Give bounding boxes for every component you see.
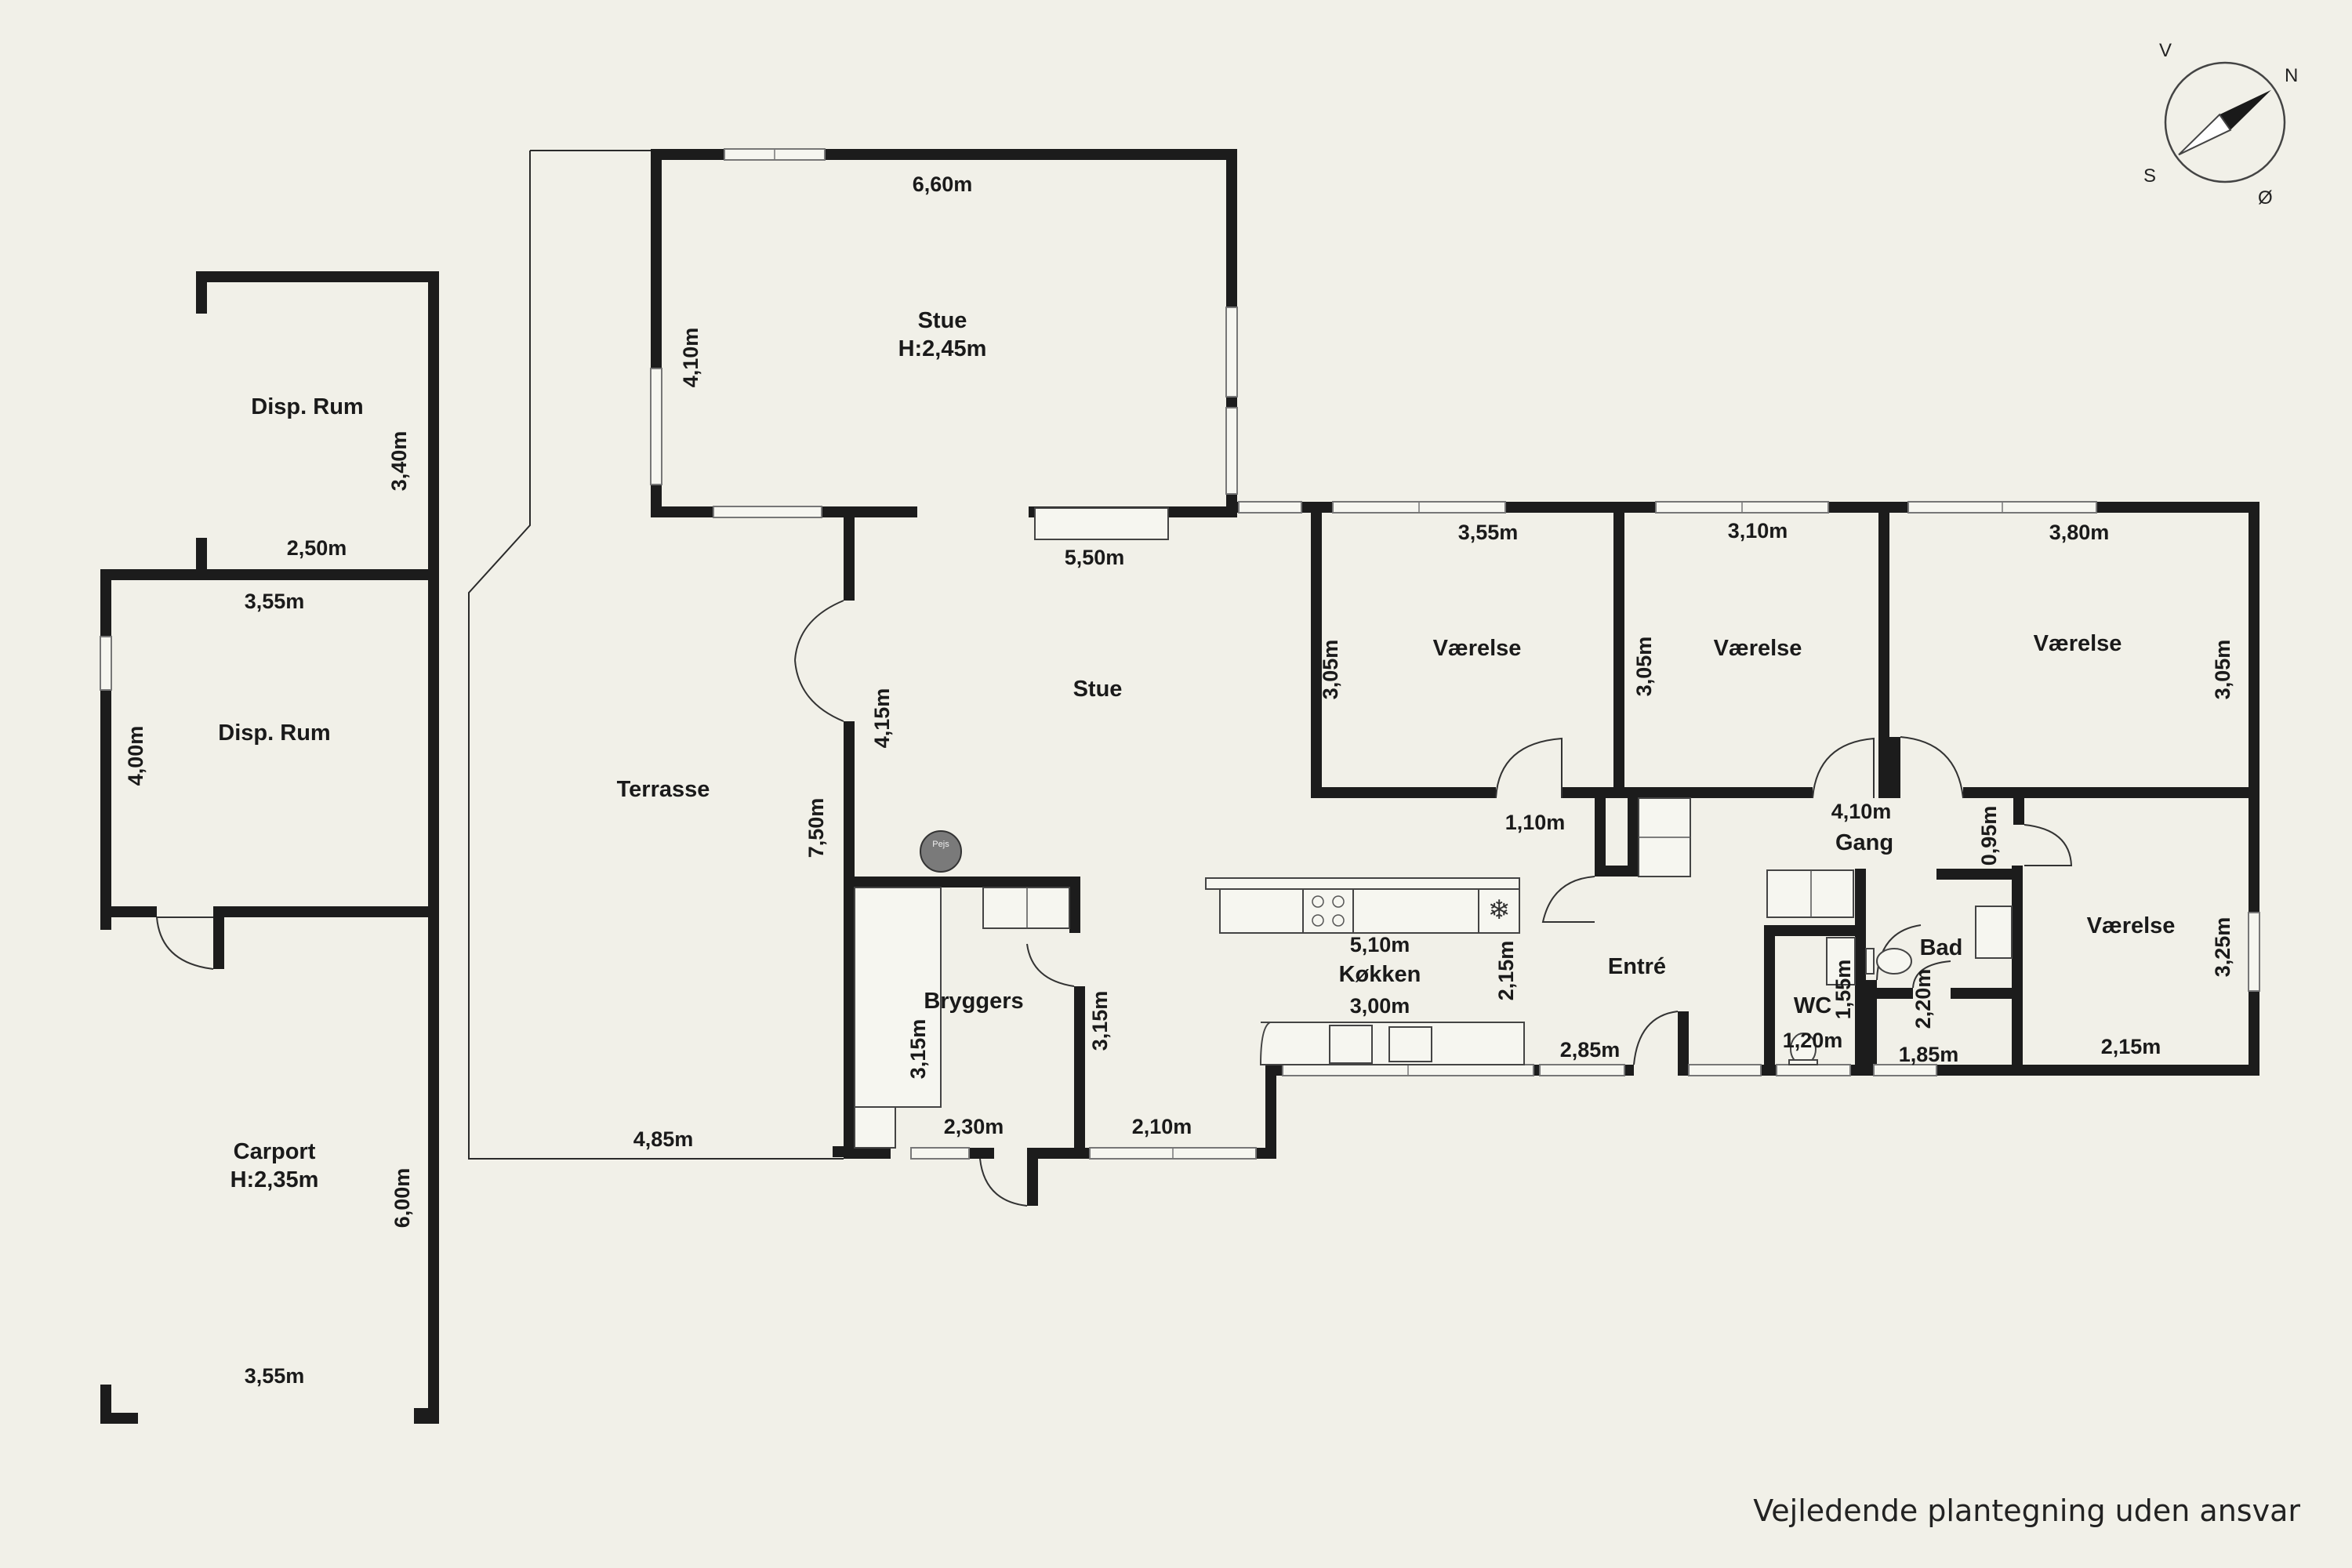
dim-kokken-width: 3,00m (1350, 994, 1410, 1018)
dim-carport-width: 3,55m (245, 1364, 305, 1388)
fireplace-icon (920, 830, 962, 873)
room-disp-rum-top: Disp. Rum (251, 394, 363, 419)
dim-disp-top-width: 2,50m (287, 536, 347, 560)
dim-bad-width: 1,85m (1899, 1043, 1959, 1066)
dim-bryggers-width: 2,30m (944, 1115, 1004, 1138)
dim-vaerelse-4-height: 3,25m (2211, 917, 2234, 978)
dim-bottom-width: 2,10m (1132, 1115, 1192, 1138)
hearth (1034, 507, 1169, 540)
dim-disp-top-height: 3,40m (387, 431, 411, 492)
room-vaerelse-2: Værelse (1714, 636, 1802, 661)
room-terrasse: Terrasse (617, 777, 710, 802)
dim-stue-opening: 5,50m (1065, 546, 1125, 569)
dim-vaerelse-3-width: 3,80m (2049, 521, 2110, 544)
terrace-outline (468, 150, 844, 1160)
dim-stue-top-width: 6,60m (913, 172, 973, 196)
room-carport: Carport (234, 1139, 316, 1164)
compass-south: S (2143, 165, 2156, 187)
room-wc: WC (1794, 993, 1831, 1018)
dim-entre-width: 2,85m (1560, 1038, 1621, 1062)
dim-stue-top-height: 4,10m (679, 328, 702, 388)
dim-kokken-height: 2,15m (1494, 941, 1518, 1001)
doors (794, 600, 2073, 1207)
dim-disp-mid-width: 3,55m (245, 590, 305, 613)
room-vaerelse-4: Værelse (2087, 913, 2176, 938)
compass-ring (2164, 61, 2286, 183)
dim-stue-height: 4,15m (870, 688, 894, 749)
outbuilding-walls (100, 271, 439, 1424)
snowflake-icon: ❄ (1488, 895, 1511, 925)
room-stue-main: Stue (1073, 677, 1123, 702)
room-disp-rum-mid: Disp. Rum (218, 720, 330, 746)
compass-west: V (2159, 40, 2172, 61)
dim-bad-height: 2,20m (1911, 969, 1935, 1029)
room-gang: Gang (1835, 830, 1893, 855)
dim-kokken-length: 5,10m (1350, 933, 1410, 956)
compass-north: N (2285, 65, 2298, 86)
compass: N V S Ø (2143, 40, 2298, 209)
room-labels: Disp. Rum Disp. Rum Carport H:2,35m Terr… (218, 308, 2175, 1192)
outbuilding-door (156, 916, 214, 970)
dim-bryggers-right: 3,15m (1088, 991, 1112, 1051)
dim-entre-door: 1,10m (1505, 811, 1566, 834)
compass-east: Ø (2258, 187, 2273, 209)
dim-vaerelse-3-height: 3,05m (2211, 640, 2234, 700)
dim-vaerelse-4-width: 2,15m (2101, 1035, 2161, 1058)
room-bryggers: Bryggers (924, 989, 1023, 1014)
room-vaerelse-3: Værelse (2034, 631, 2122, 656)
dim-vaerelse-1-width: 3,55m (1458, 521, 1519, 544)
compass-needle-icon (2178, 89, 2271, 156)
room-vaerelse-1: Værelse (1433, 636, 1522, 661)
dim-bryggers-height: 3,15m (906, 1019, 930, 1080)
dim-disp-mid-height: 4,00m (124, 726, 147, 786)
dim-vaerelse-1-height: 3,05m (1319, 640, 1342, 700)
fixtures: ❄ (854, 507, 2013, 1149)
room-stue-top-height: H:2,45m (898, 336, 987, 361)
dim-gang-height: 0,95m (1977, 806, 2001, 866)
dim-carport-height: 6,00m (390, 1168, 414, 1229)
windows (650, 148, 2260, 1160)
dim-wc-width: 1,20m (1783, 1029, 1843, 1052)
dimension-labels: 3,40m 2,50m 3,55m 4,00m 6,00m 3,55m 6,60… (124, 172, 2234, 1388)
dim-gang-width: 4,10m (1831, 800, 1892, 823)
room-pejs: Pejs (932, 840, 949, 849)
room-carport-height: H:2,35m (230, 1167, 319, 1192)
dim-vaerelse-2-width: 3,10m (1728, 519, 1788, 543)
room-bad: Bad (1920, 935, 1963, 960)
room-stue-top: Stue (918, 308, 967, 333)
room-entre: Entré (1608, 954, 1666, 979)
dim-vaerelse-2-height: 3,05m (1632, 637, 1656, 697)
dim-wc-height: 1,55m (1831, 960, 1855, 1020)
dim-terrasse-height: 7,50m (804, 798, 828, 858)
footer-disclaimer: Vejledende plantegning uden ansvar (1753, 1494, 2300, 1528)
dim-terrasse-width: 4,85m (633, 1127, 694, 1151)
room-kokken: Køkken (1339, 962, 1421, 987)
outbuilding-window (100, 636, 112, 691)
